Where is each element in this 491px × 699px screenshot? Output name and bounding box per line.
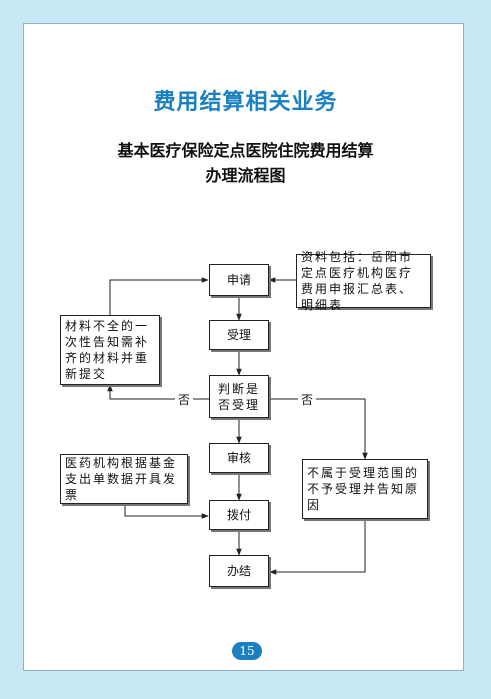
arrow-hospital-pay xyxy=(124,504,209,519)
arrow-incomplete-apply xyxy=(109,277,209,315)
note-hospital: 医药机构根据基金支出单数据开具发票 xyxy=(60,454,188,504)
step-review: 审核 xyxy=(209,443,269,473)
label-no-left: 否 xyxy=(175,391,194,408)
step-accept: 受理 xyxy=(209,320,269,350)
page-number-badge: 15 xyxy=(232,642,262,660)
chart-title-line-1: 基本医疗保险定点医院住院费用结算 xyxy=(117,141,374,160)
step-judge: 判断是否受理 xyxy=(209,375,269,418)
note-reject: 不属于受理范围的不予受理并告知原因 xyxy=(302,459,428,519)
section-title: 费用结算相关业务 xyxy=(153,90,338,115)
arrow-reject-finish xyxy=(269,519,366,575)
step-finish: 办结 xyxy=(209,555,269,587)
note-incomplete: 材料不全的一次性告知需补齐的材料并重新提交 xyxy=(60,315,160,385)
label-no-right: 否 xyxy=(298,391,317,408)
step-apply: 申请 xyxy=(209,264,269,296)
arrow-judge-reject xyxy=(268,398,368,460)
step-pay: 拨付 xyxy=(209,500,269,530)
arrow-judge-incomplete xyxy=(107,384,210,400)
chart-title-line-2: 办理流程图 xyxy=(205,166,286,185)
note-materials: 资料包括：岳阳市定点医疗机构医疗费用申报汇总表、明细表 xyxy=(296,250,431,312)
